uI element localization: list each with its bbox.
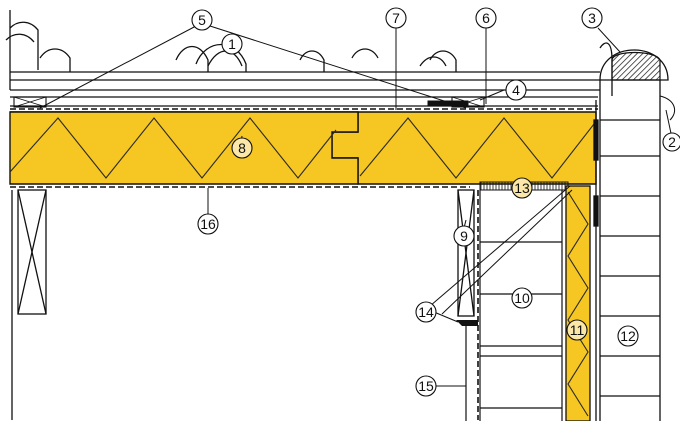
left-rafter xyxy=(9,10,47,420)
callout-1: 1 xyxy=(221,33,243,55)
callout-8: 8 xyxy=(231,137,253,159)
callout-12: 12 xyxy=(617,325,639,347)
svg-text:3: 3 xyxy=(588,10,596,26)
callout-14: 14 xyxy=(415,301,437,323)
svg-text:6: 6 xyxy=(482,10,490,26)
edge-drip xyxy=(659,95,676,121)
outer-brick-wall xyxy=(593,80,661,421)
svg-text:4: 4 xyxy=(512,82,520,98)
callout-16: 16 xyxy=(197,213,219,235)
svg-text:14: 14 xyxy=(418,304,434,320)
wall-insulation xyxy=(565,185,591,421)
svg-text:16: 16 xyxy=(200,216,216,232)
brick-cap xyxy=(599,49,669,81)
counter-batten-left xyxy=(13,96,47,108)
callout-6: 6 xyxy=(475,7,497,29)
inner-masonry xyxy=(479,190,563,421)
svg-text:15: 15 xyxy=(418,378,434,394)
callout-9: 9 xyxy=(453,225,475,247)
svg-text:13: 13 xyxy=(514,180,530,196)
wall-post xyxy=(457,189,479,420)
sealing-strip xyxy=(427,100,469,107)
callout-2: 2 xyxy=(662,132,680,152)
roof-layers xyxy=(10,96,598,110)
svg-text:2: 2 xyxy=(668,134,676,150)
svg-text:5: 5 xyxy=(198,12,206,28)
callout-7: 7 xyxy=(385,7,407,29)
svg-text:10: 10 xyxy=(514,290,530,306)
ceiling-bead xyxy=(456,320,478,421)
callout-15: 15 xyxy=(415,375,437,397)
svg-text:12: 12 xyxy=(620,328,636,344)
callout-3: 3 xyxy=(581,7,603,29)
svg-text:7: 7 xyxy=(392,10,400,26)
svg-text:8: 8 xyxy=(238,140,246,156)
svg-text:9: 9 xyxy=(460,228,468,244)
callout-11: 11 xyxy=(566,319,588,341)
callout-5: 5 xyxy=(191,9,213,31)
roof-insulation-slab xyxy=(9,111,597,188)
callout-4: 4 xyxy=(505,79,527,101)
svg-text:1: 1 xyxy=(228,36,236,52)
svg-text:11: 11 xyxy=(570,322,585,338)
callout-10: 10 xyxy=(511,287,533,309)
callout-13: 13 xyxy=(511,177,533,199)
